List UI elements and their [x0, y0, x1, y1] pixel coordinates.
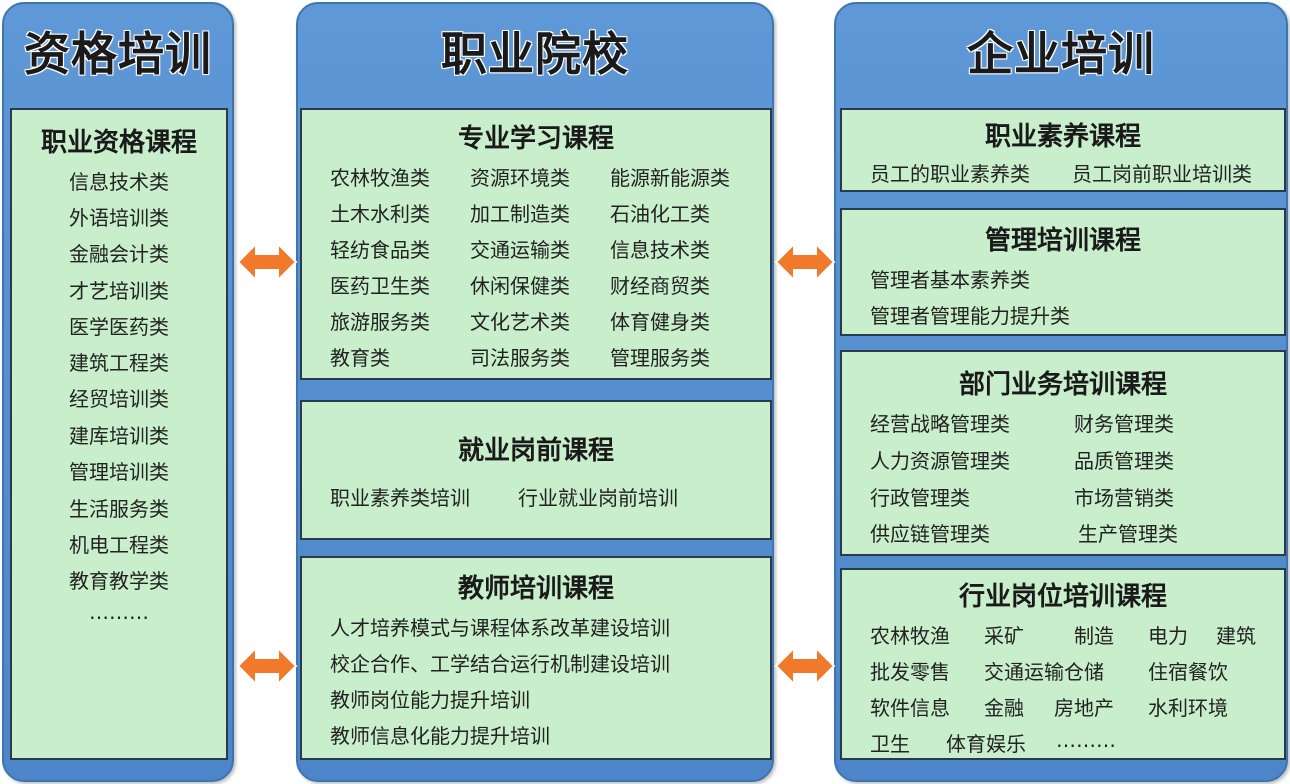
list-item: 信息技术类: [610, 238, 710, 262]
list-item: 行业就业岗前培训: [518, 486, 678, 510]
list-item: 员工的职业素养类: [870, 162, 1030, 186]
list-item: 教师岗位能力提升培训: [330, 688, 530, 712]
list-item: 采矿: [984, 624, 1024, 648]
list-item: 管理培训类: [69, 460, 169, 484]
enterprise-column: 企业培训 职业素养课程 员工的职业素养类 员工岗前职业培训类 管理培训课程 管理…: [834, 2, 1288, 782]
professional-panel: 专业学习课程 农林牧渔类 资源环境类 能源新能源类 土木水利类 加工制造类 石油…: [300, 108, 772, 380]
list-item: 电力: [1148, 624, 1188, 648]
list-item: 机电工程类: [69, 533, 169, 557]
list-item: 医学医药类: [69, 315, 169, 339]
qualification-panel-title: 职业资格课程: [40, 128, 197, 158]
list-item: 农林牧渔类: [330, 166, 430, 190]
teacher-panel-title: 教师培训课程: [457, 574, 614, 604]
list-item: 信息技术类: [69, 170, 169, 194]
vocational-title: 职业院校: [441, 27, 629, 81]
list-item: 资源环境类: [470, 166, 570, 190]
enterprise-title: 企业培训: [967, 27, 1155, 81]
list-item: 管理者管理能力提升类: [870, 304, 1070, 328]
list-item: 金融: [984, 696, 1024, 720]
list-item: 软件信息: [870, 696, 950, 720]
list-item: 才艺培训类: [69, 279, 169, 303]
list-item: 能源新能源类: [610, 166, 730, 190]
list-item: 批发零售: [870, 660, 950, 684]
vocational-column: 职业院校 专业学习课程 农林牧渔类 资源环境类 能源新能源类 土木水利类 加工制…: [296, 2, 774, 782]
employment-panel: 就业岗前课程 职业素养类培训 行业就业岗前培训: [300, 400, 772, 540]
list-item: 市场营销类: [1074, 486, 1174, 510]
double-arrow-icon: [774, 646, 836, 686]
list-item: 品质管理类: [1074, 449, 1174, 473]
list-item: 司法服务类: [470, 346, 570, 370]
list-item: 人才培养模式与课程体系改革建设培训: [330, 616, 670, 640]
management-panel: 管理培训课程 管理者基本素养类 管理者管理能力提升类: [840, 208, 1286, 336]
list-item: 管理服务类: [610, 346, 710, 370]
list-item: 外语培训类: [69, 206, 169, 230]
list-item-ellipsis: ………: [1056, 728, 1116, 752]
literacy-panel-title: 职业素养课程: [984, 122, 1141, 152]
list-item: 建筑: [1216, 624, 1256, 648]
list-item: 经贸培训类: [69, 387, 169, 411]
list-item: 文化艺术类: [470, 310, 570, 334]
list-item: 教师信息化能力提升培训: [330, 724, 550, 748]
qualification-title: 资格培训: [24, 27, 212, 81]
list-item: 校企合作、工学结合运行机制建设培训: [330, 652, 670, 676]
list-item: 医药卫生类: [330, 274, 430, 298]
list-item: 财务管理类: [1074, 412, 1174, 436]
employment-panel-title: 就业岗前课程: [457, 436, 614, 466]
list-item: 土木水利类: [330, 202, 430, 226]
list-item: 交通运输仓储: [984, 660, 1104, 684]
list-item: 生活服务类: [69, 497, 169, 521]
list-item: 旅游服务类: [330, 310, 430, 334]
list-item: 管理者基本素养类: [870, 268, 1030, 292]
professional-panel-title: 专业学习课程: [457, 124, 614, 154]
list-item-ellipsis: ………: [89, 600, 149, 624]
list-item: 金融会计类: [69, 242, 169, 266]
qualification-column: 资格培训 职业资格课程 信息技术类 外语培训类 金融会计类 才艺培训类 医学医药…: [2, 2, 234, 782]
double-arrow-icon: [236, 242, 298, 282]
list-item: 财经商贸类: [610, 274, 710, 298]
industry-panel: 行业岗位培训课程 农林牧渔 采矿 制造 电力 建筑 批发零售 交通运输仓储 住宿…: [840, 568, 1286, 760]
list-item: 教育教学类: [69, 569, 169, 593]
list-item: 建库培训类: [69, 424, 169, 448]
list-item: 职业素养类培训: [330, 486, 470, 510]
management-panel-title: 管理培训课程: [984, 226, 1141, 256]
list-item: 行政管理类: [870, 486, 970, 510]
list-item: 住宿餐饮: [1148, 660, 1228, 684]
list-item: 员工岗前职业培训类: [1072, 162, 1252, 186]
list-item: 经营战略管理类: [870, 412, 1010, 436]
double-arrow-icon: [774, 242, 836, 282]
industry-panel-title: 行业岗位培训课程: [958, 582, 1167, 612]
list-item: 加工制造类: [470, 202, 570, 226]
literacy-panel: 职业素养课程 员工的职业素养类 员工岗前职业培训类: [840, 108, 1286, 192]
list-item: 休闲保健类: [470, 274, 570, 298]
list-item: 水利环境: [1148, 696, 1228, 720]
list-item: 交通运输类: [470, 238, 570, 262]
list-item: 生产管理类: [1078, 522, 1178, 546]
list-item: 体育健身类: [610, 310, 710, 334]
list-item: 教育类: [330, 346, 390, 370]
double-arrow-icon: [236, 646, 298, 686]
list-item: 建筑工程类: [69, 351, 169, 375]
list-item: 供应链管理类: [870, 522, 990, 546]
list-item: 制造: [1074, 624, 1114, 648]
list-item: 石油化工类: [610, 202, 710, 226]
list-item: 房地产: [1054, 696, 1114, 720]
list-item: 农林牧渔: [870, 624, 950, 648]
teacher-panel: 教师培训课程 人才培养模式与课程体系改革建设培训 校企合作、工学结合运行机制建设…: [300, 556, 772, 760]
qualification-panel: 职业资格课程 信息技术类 外语培训类 金融会计类 才艺培训类 医学医药类 建筑工…: [10, 108, 228, 760]
department-panel: 部门业务培训课程 经营战略管理类 财务管理类 人力资源管理类 品质管理类 行政管…: [840, 350, 1286, 556]
department-panel-title: 部门业务培训课程: [958, 370, 1167, 400]
list-item: 人力资源管理类: [870, 449, 1010, 473]
list-item: 体育娱乐: [946, 732, 1026, 756]
list-item: 轻纺食品类: [330, 238, 430, 262]
list-item: 卫生: [870, 732, 910, 756]
